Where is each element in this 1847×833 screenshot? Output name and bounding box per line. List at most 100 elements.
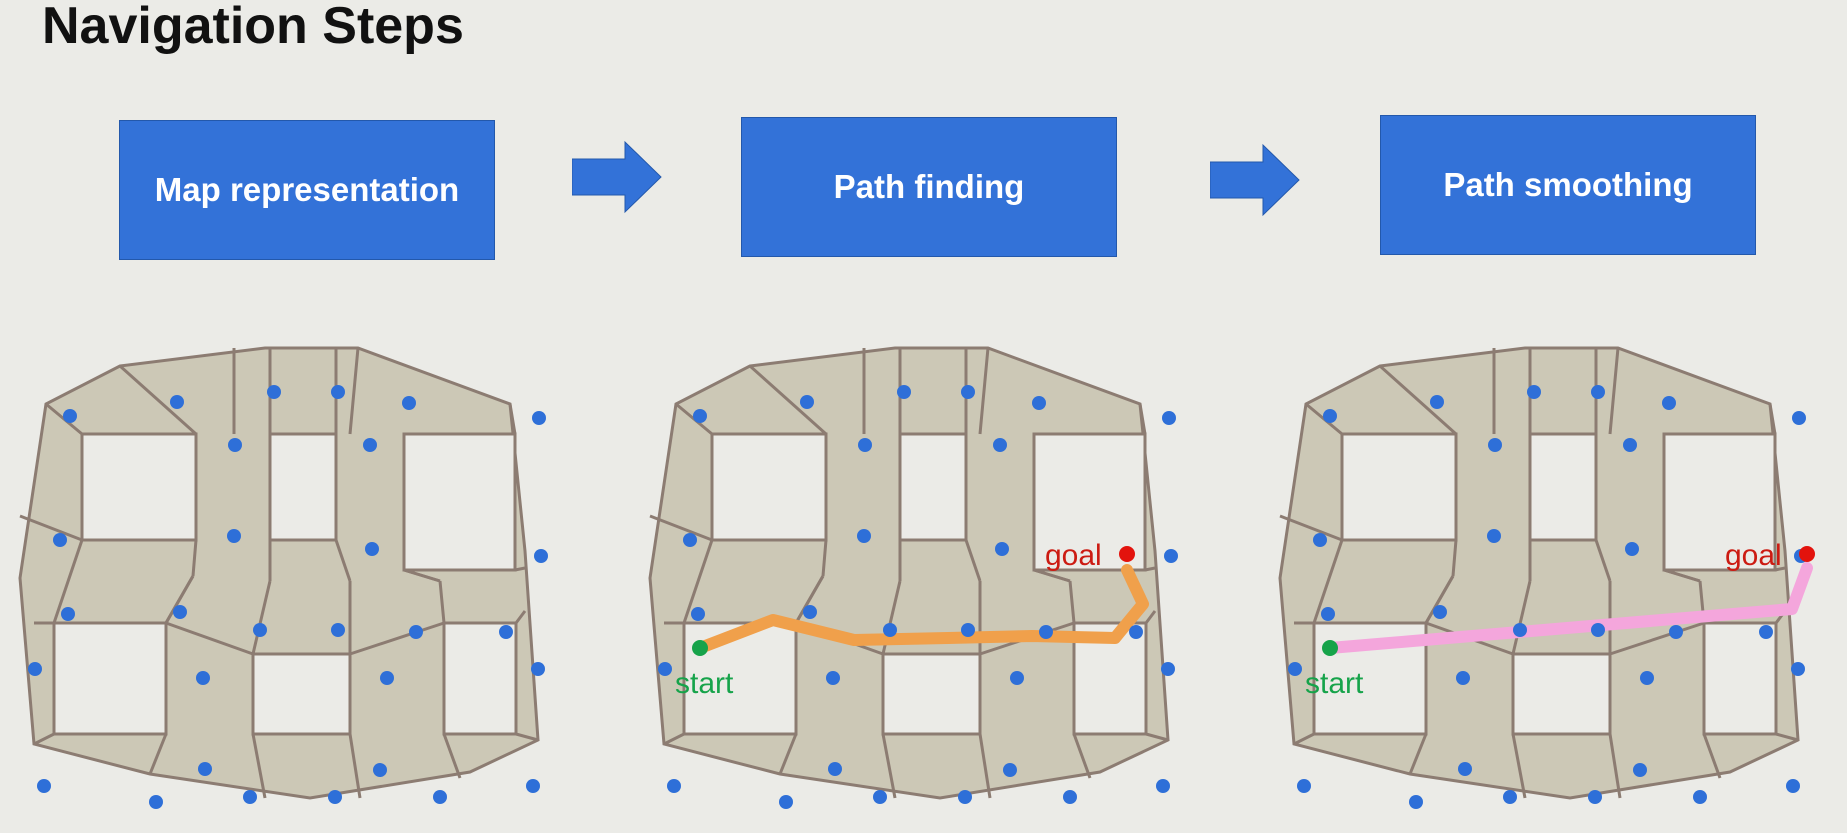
- navmesh-edge: [514, 566, 526, 572]
- navmesh-path-smoothing: start goal: [1278, 346, 1840, 826]
- navmesh-node: [1693, 790, 1707, 804]
- navmesh-node: [667, 779, 681, 793]
- goal-marker: [1119, 546, 1135, 562]
- navmesh-edge: [881, 733, 897, 799]
- navmesh-obstacle: [251, 652, 352, 736]
- navmesh-node: [363, 438, 377, 452]
- navmesh-node: [409, 625, 423, 639]
- start-label: start: [675, 667, 734, 700]
- navmesh-edge: [1702, 733, 1722, 779]
- navmesh-node: [1527, 385, 1541, 399]
- navmesh-node: [1032, 396, 1046, 410]
- navmesh-edge: [1279, 514, 1343, 542]
- navmesh-node: [331, 385, 345, 399]
- navmesh-node: [683, 533, 697, 547]
- navmesh-edge: [1608, 347, 1620, 435]
- navmesh-map-representation: [18, 346, 580, 826]
- navmesh-node: [693, 409, 707, 423]
- navmesh-node: [433, 790, 447, 804]
- navmesh-obstacle: [402, 432, 517, 572]
- navmesh-edge: [1145, 732, 1169, 742]
- navmesh-node: [1321, 607, 1335, 621]
- navmesh-edge: [1138, 403, 1147, 435]
- navmesh-node: [1786, 779, 1800, 793]
- navmesh-node: [1161, 662, 1175, 676]
- navmesh-node: [958, 790, 972, 804]
- navmesh-edge: [348, 733, 362, 799]
- navmesh-node: [380, 671, 394, 685]
- navmesh-node: [402, 396, 416, 410]
- navmesh-node: [1488, 438, 1502, 452]
- navmesh-path-finding: start goal: [648, 346, 1210, 826]
- navmesh-node: [800, 395, 814, 409]
- navmesh-edge: [1144, 610, 1157, 624]
- navmesh-edge: [794, 575, 825, 624]
- navmesh-node: [37, 779, 51, 793]
- navmesh-obstacle: [1702, 621, 1778, 736]
- navmesh-node: [1156, 779, 1170, 793]
- navmesh-edge: [508, 403, 517, 435]
- navmesh-node: [1430, 395, 1444, 409]
- navmesh-edge: [515, 732, 539, 742]
- navmesh-node: [531, 662, 545, 676]
- navmesh-node: [1458, 762, 1472, 776]
- navmesh-node: [1487, 529, 1501, 543]
- navmesh-node: [499, 625, 513, 639]
- navmesh-obstacle: [442, 621, 518, 736]
- navmesh-edge: [251, 733, 267, 799]
- navmesh-node: [53, 533, 67, 547]
- page-title: Navigation Steps: [42, 0, 464, 55]
- step-label: Path finding: [833, 168, 1025, 205]
- navmesh-node: [228, 438, 242, 452]
- navmesh-edge: [1144, 566, 1156, 572]
- navmesh-edge: [649, 514, 713, 542]
- navmesh-node: [1669, 625, 1683, 639]
- navmesh-obstacle: [80, 432, 198, 542]
- goal-label: goal: [1725, 539, 1782, 572]
- navmesh-node: [173, 605, 187, 619]
- navmesh-node: [365, 542, 379, 556]
- navmesh-node: [858, 438, 872, 452]
- navmesh-edge: [1609, 621, 1705, 656]
- start-marker: [1322, 640, 1338, 656]
- navmesh-edge: [442, 733, 462, 779]
- navmesh-obstacle: [268, 432, 338, 542]
- navmesh-edge: [748, 364, 828, 436]
- navmesh-edge: [1408, 733, 1428, 775]
- navmesh-edge: [663, 732, 685, 746]
- navmesh-node: [1323, 409, 1337, 423]
- navmesh-obstacle: [710, 432, 828, 542]
- navmesh-node: [267, 385, 281, 399]
- navmesh-node: [1433, 605, 1447, 619]
- navmesh-node: [534, 549, 548, 563]
- arrow-right-icon: [572, 140, 662, 214]
- navmesh-edge: [1451, 539, 1458, 577]
- navmesh-node: [1503, 790, 1517, 804]
- navmesh-edge: [1072, 733, 1092, 779]
- navmesh-node: [28, 662, 42, 676]
- step-map-representation: Map representation: [119, 120, 495, 260]
- start-label: start: [1305, 667, 1364, 700]
- navmesh-edge: [403, 568, 441, 583]
- goal-marker: [1799, 546, 1815, 562]
- navmesh-edge: [978, 347, 990, 435]
- navmesh-obstacle: [52, 621, 168, 736]
- navmesh-node: [1162, 411, 1176, 425]
- navmesh-node: [1662, 396, 1676, 410]
- goal-label: goal: [1045, 539, 1102, 572]
- navmesh-edge: [1511, 733, 1527, 799]
- navmesh-node: [1297, 779, 1311, 793]
- navmesh-edge: [964, 539, 982, 582]
- navmesh-edge: [778, 733, 798, 775]
- navmesh-edge: [1608, 733, 1622, 799]
- arrow-right-icon: [1210, 143, 1300, 217]
- smoothed-path: [1324, 562, 1813, 654]
- navmesh-node: [1591, 623, 1605, 637]
- navmesh-node: [897, 385, 911, 399]
- navmesh-node: [961, 385, 975, 399]
- navmesh-node: [995, 542, 1009, 556]
- navmesh-edge: [1312, 539, 1344, 624]
- navmesh-node: [1409, 795, 1423, 809]
- navmesh-edge: [978, 733, 992, 799]
- navmesh-edge: [1511, 580, 1532, 655]
